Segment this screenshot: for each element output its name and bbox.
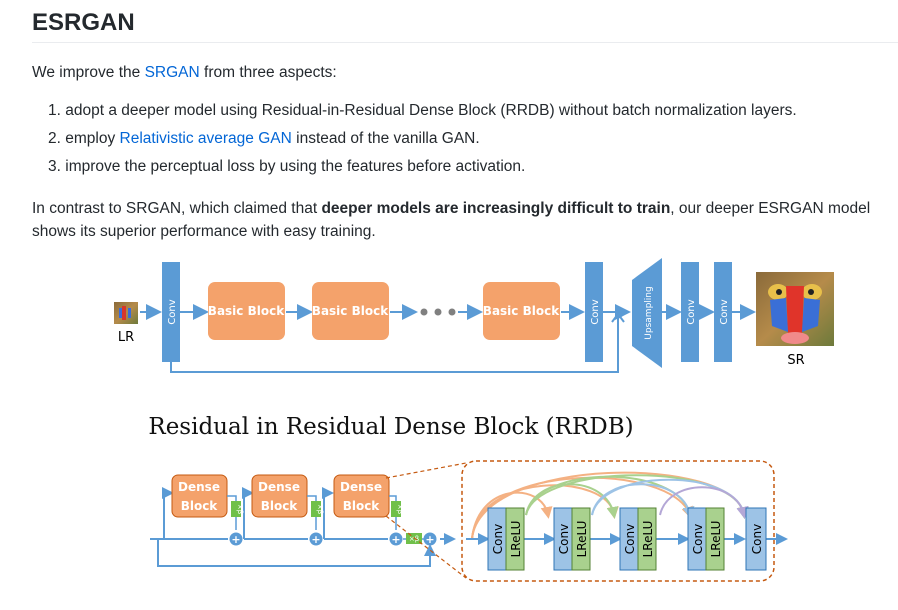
beta-scale-2 — [311, 501, 321, 517]
lr-image — [114, 302, 138, 324]
conv-label: Conv — [686, 299, 697, 324]
conv-label: Conv — [590, 299, 601, 324]
lrelu-label: LReLU — [509, 521, 523, 558]
beta-label: ×β — [236, 504, 244, 514]
conv-final: Conv — [745, 507, 767, 571]
basic-block-label: Basic Block — [483, 304, 560, 318]
dense-connection — [659, 486, 749, 519]
upsampling-layer — [632, 258, 662, 368]
beta-scale-outer — [406, 533, 422, 544]
conv-label: Conv — [750, 524, 764, 554]
plus-label: + — [425, 533, 434, 546]
beta-label: ×β — [316, 504, 324, 514]
list-number: 3. — [48, 158, 61, 175]
sr-label: SR — [787, 353, 804, 368]
list-text: improve the perceptual loss by using the… — [65, 158, 526, 175]
srgan-link[interactable]: SRGAN — [144, 64, 200, 81]
lrelu-label: LReLU — [641, 521, 655, 558]
dense-connection — [525, 475, 695, 519]
ellipsis-dot — [448, 308, 456, 316]
rrdb-outer-skip — [157, 539, 436, 567]
conv-layer-3 — [681, 262, 699, 362]
beta-label: ×β — [396, 504, 404, 514]
beta-scale-1 — [231, 501, 241, 517]
zoom-line — [385, 515, 467, 579]
beta-scale-3 — [391, 501, 401, 517]
list-text: adopt a deeper model using Residual-in-R… — [65, 102, 797, 119]
basic-block-1 — [208, 282, 285, 340]
basic-block-label: Basic Block — [208, 304, 285, 318]
conv-layer-4 — [714, 262, 732, 362]
dense-block-label: Dense — [258, 480, 300, 494]
relativistic-gan-link[interactable]: Relativistic average GAN — [119, 130, 292, 147]
intro-text-before: We improve the — [32, 64, 145, 81]
conv-label: Conv — [491, 524, 505, 554]
lr-label: LR — [118, 330, 134, 345]
basic-block-label: Basic Block — [312, 304, 389, 318]
dense-block-label: Block — [261, 499, 299, 513]
page-title: ESRGAN — [32, 9, 135, 36]
sr-image — [756, 272, 834, 346]
ellipsis-dot — [420, 308, 428, 316]
basic-block-2 — [312, 282, 389, 340]
ellipsis-dot — [434, 308, 442, 316]
add-node-outer — [423, 532, 437, 546]
list-text: instead of the vanilla GAN. — [291, 130, 480, 147]
conv-layer-2 — [585, 262, 603, 362]
list-item: 3. improve the perceptual loss by using … — [48, 155, 797, 183]
conv-lrelu-pair-3: Conv LReLU — [619, 507, 657, 571]
zoom-line — [385, 462, 467, 479]
lrelu-label: LReLU — [709, 521, 723, 558]
dense-block-label: Dense — [340, 480, 382, 494]
contrast-text-after: , our deeper ESRGAN model shows its supe… — [32, 200, 871, 240]
plus-label: + — [231, 533, 240, 546]
conv-label: Conv — [623, 524, 637, 554]
basic-block-3 — [483, 282, 560, 340]
dense-block-label: Block — [343, 499, 381, 513]
contrast-text-before: In contrast to SRGAN, which claimed that — [32, 200, 322, 217]
beta-path — [227, 495, 237, 501]
intro-paragraph: We improve the SRGAN from three aspects: — [32, 61, 882, 84]
list-number: 2. — [48, 130, 61, 147]
beta-label: ×β — [409, 535, 419, 543]
lrelu-label: LReLU — [575, 521, 589, 558]
conv-lrelu-pair-2: Conv LReLU — [553, 507, 591, 571]
dense-block-label: Block — [181, 499, 219, 513]
add-node-1 — [229, 532, 243, 546]
dense-block-detail — [461, 460, 775, 582]
list-item: 2. employ Relativistic average GAN inste… — [48, 127, 797, 155]
upsampling-label: Upsampling — [644, 286, 654, 339]
list-number: 1. — [48, 102, 61, 119]
conv-label: Conv — [691, 524, 705, 554]
dense-input-line — [162, 487, 174, 539]
add-node-2 — [309, 532, 323, 546]
add-node-3 — [389, 532, 403, 546]
conv-lrelu-pair-4: Conv LReLU — [687, 507, 725, 571]
contrast-bold: deeper models are increasingly difficult… — [321, 200, 671, 217]
aspects-list: 1. adopt a deeper model using Residual-i… — [48, 99, 797, 183]
dense-block-label: Dense — [178, 480, 220, 494]
list-item: 1. adopt a deeper model using Residual-i… — [48, 99, 797, 127]
conv-label: Conv — [719, 299, 730, 324]
contrast-paragraph: In contrast to SRGAN, which claimed that… — [32, 197, 882, 243]
intro-text-after: from three aspects: — [199, 64, 337, 81]
skip-connection — [170, 311, 628, 373]
conv-layer-1 — [162, 262, 180, 362]
conv-label: Conv — [557, 524, 571, 554]
beta-path — [307, 495, 317, 501]
rrdb-title: Residual in Residual Dense Block (RRDB) — [148, 414, 633, 440]
skip-connection-head — [611, 312, 625, 323]
dense-input-line — [322, 487, 334, 539]
dense-input-line — [242, 487, 254, 539]
conv-label: Conv — [167, 299, 178, 324]
list-text: employ — [65, 130, 120, 147]
title-divider — [32, 42, 898, 43]
beta-path — [389, 495, 397, 501]
plus-label: + — [391, 533, 400, 546]
plus-label: + — [311, 533, 320, 546]
conv-lrelu-pair-1: Conv LReLU — [487, 507, 525, 571]
